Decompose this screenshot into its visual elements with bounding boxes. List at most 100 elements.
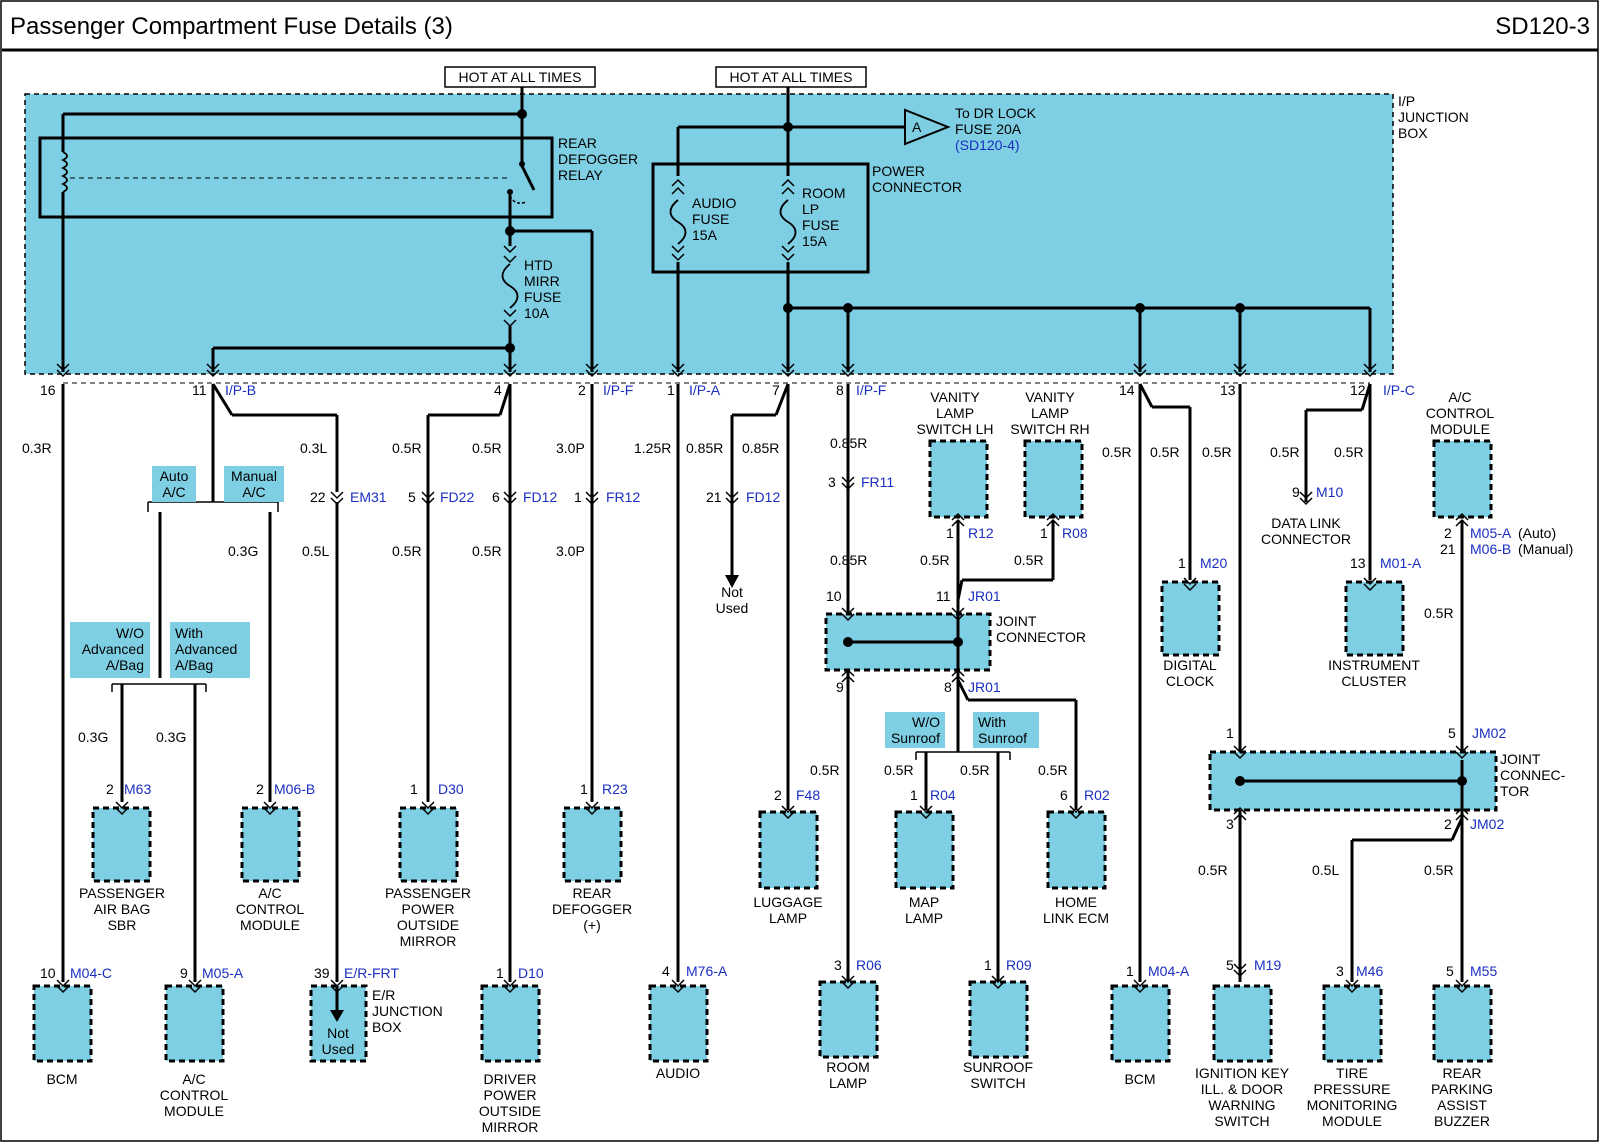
acm-bot-l1: A/C: [182, 1071, 205, 1087]
connector-chevron: [330, 491, 344, 506]
connector-chevron: [781, 363, 795, 378]
dlc-l2: CONNECTOR: [1261, 531, 1351, 547]
vanity-rh-l1: VANITY: [1025, 389, 1075, 405]
ac-control-module-bot-box: [164, 984, 225, 1063]
conn-m06b-acm[interactable]: M06-B: [1470, 541, 1511, 557]
map-l2: LAMP: [905, 910, 943, 926]
conn-m05a[interactable]: M05-A: [202, 965, 244, 981]
power-connector: [651, 162, 870, 274]
wire-125r: 1.25R: [634, 440, 671, 456]
connector-chevron: [841, 476, 855, 491]
wire-03g-a: 0.3G: [78, 729, 108, 745]
conn-r04[interactable]: R04: [930, 787, 956, 803]
conn-fr11[interactable]: FR11: [861, 474, 894, 490]
junction-box-label-1: I/P: [1398, 93, 1415, 109]
conn-m55[interactable]: M55: [1470, 963, 1497, 979]
tag-manual-l2: A/C: [242, 484, 265, 500]
driver-power-mirror-box: [480, 984, 541, 1063]
jm02-bot[interactable]: JM02: [1470, 816, 1504, 832]
conn-m06b[interactable]: M06-B: [274, 781, 315, 797]
conn-m76a-pin: 4: [662, 963, 670, 979]
to-dr-lock-letter: A: [912, 119, 922, 135]
conn-m04c[interactable]: M04-C: [70, 965, 112, 981]
room-fuse-l3: FUSE: [802, 217, 839, 233]
to-dr-lock-ref[interactable]: (SD120-4): [955, 137, 1020, 153]
conn-r02[interactable]: R02: [1084, 787, 1110, 803]
conn-r23[interactable]: R23: [602, 781, 628, 797]
jm02-bot-pin-a: 3: [1226, 816, 1234, 832]
conn-ip-a[interactable]: I/P-A: [689, 382, 721, 398]
wire-05r-sun: 0.5R: [960, 762, 990, 778]
connector-chevron: [1233, 745, 1247, 760]
conn-ip-f-2[interactable]: I/P-F: [856, 382, 886, 398]
conn-fd12b[interactable]: FD12: [746, 489, 780, 505]
conn-d30[interactable]: D30: [438, 781, 464, 797]
htd-fuse-l2: MIRR: [524, 273, 560, 289]
connector-chevron: [1069, 805, 1083, 820]
jr01-top[interactable]: JR01: [968, 588, 1001, 604]
conn-m76a[interactable]: M76-A: [686, 963, 728, 979]
ign-l1: IGNITION KEY: [1195, 1065, 1290, 1081]
conn-r08[interactable]: R08: [1062, 525, 1088, 541]
conn-em31[interactable]: EM31: [350, 489, 387, 505]
drv-mirror-l1: DRIVER: [484, 1071, 537, 1087]
jr01-bot[interactable]: JR01: [968, 679, 1001, 695]
connector-chevron: [841, 668, 855, 683]
conn-r09[interactable]: R09: [1006, 957, 1032, 973]
connector-chevron: [1133, 979, 1147, 994]
conn-f48[interactable]: F48: [796, 787, 820, 803]
parking-l3: ASSIST: [1437, 1097, 1487, 1113]
conn-r12[interactable]: R12: [968, 525, 994, 541]
pass-mirror-l4: MIRROR: [400, 933, 457, 949]
conn-fd12a[interactable]: FD12: [523, 489, 557, 505]
conn-m04a[interactable]: M04-A: [1148, 963, 1190, 979]
jm02-top[interactable]: JM02: [1472, 725, 1506, 741]
conn-r23-pin: 1: [580, 781, 588, 797]
conn-ip-b[interactable]: I/P-B: [225, 382, 256, 398]
conn-erfrt[interactable]: E/R-FRT: [344, 965, 399, 981]
wire-03g: 0.3G: [228, 543, 258, 559]
conn-ip-c[interactable]: I/P-C: [1383, 382, 1415, 398]
wire-05r-12b: 0.5R: [1334, 444, 1364, 460]
luggage-l1: LUGGAGE: [753, 894, 822, 910]
sunroof-switch-box: [968, 980, 1029, 1059]
bcm-box-1: [32, 984, 93, 1063]
conn-m46[interactable]: M46: [1356, 963, 1383, 979]
cluster-l2: CLUSTER: [1341, 673, 1406, 689]
tag-wo-bag-l3: A/Bag: [106, 657, 144, 673]
conn-ip-f-1[interactable]: I/P-F: [603, 382, 633, 398]
conn-m01a[interactable]: M01-A: [1380, 555, 1422, 571]
conn-fr12[interactable]: FR12: [606, 489, 640, 505]
tpms-l1: TIRE: [1336, 1065, 1368, 1081]
conn-m19[interactable]: M19: [1254, 957, 1281, 973]
hot-at-all-times-label-2: HOT AT ALL TIMES: [730, 69, 853, 85]
wire-05r-fd12: 0.5R: [472, 543, 502, 559]
conn-m19-pin: 5: [1226, 957, 1234, 973]
connector-chevron: [503, 491, 517, 506]
conn-fd22[interactable]: FD22: [440, 489, 474, 505]
digital-clock-box: [1160, 580, 1221, 657]
conn-m63[interactable]: M63: [124, 781, 151, 797]
connector-chevron: [1046, 512, 1060, 527]
pin-12: 12: [1350, 382, 1366, 398]
connector-chevron: [56, 363, 70, 378]
wire-05l-m46: 0.5L: [1312, 862, 1339, 878]
wire-05r-r08: 0.5R: [1014, 552, 1044, 568]
conn-m63-pin: 2: [106, 781, 114, 797]
relay-label-1: REAR: [558, 135, 597, 151]
wire-05r-home: 0.5R: [1038, 762, 1068, 778]
conn-m10[interactable]: M10: [1316, 484, 1343, 500]
wire-05r-13: 0.5R: [1202, 444, 1232, 460]
conn-m20[interactable]: M20: [1200, 555, 1227, 571]
conn-m05a-acm[interactable]: M05-A: [1470, 525, 1512, 541]
pin-4: 4: [494, 382, 502, 398]
to-dr-lock-l1: To DR LOCK: [955, 105, 1037, 121]
audio-fuse-l1: AUDIO: [692, 195, 736, 211]
map-lamp-box: [894, 810, 955, 890]
pass-mirror-l3: OUTSIDE: [397, 917, 459, 933]
conn-d10[interactable]: D10: [518, 965, 544, 981]
conn-r06[interactable]: R06: [856, 957, 882, 973]
diagram-code: SD120-3: [1495, 13, 1590, 40]
conn-m05a-pin: 9: [180, 965, 188, 981]
